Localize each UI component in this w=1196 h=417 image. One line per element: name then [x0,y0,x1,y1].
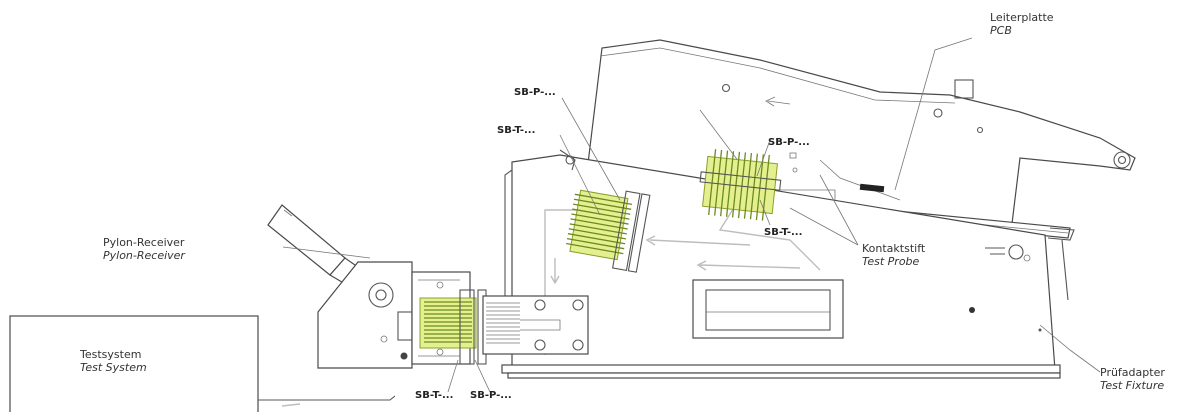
callout-lines [282,37,1101,393]
fixture-label-en: Test Fixture [1100,379,1164,392]
code-sbp-top: SB-P-... [514,87,556,98]
lever-direction-arrow [765,96,791,107]
probe-label-de: Kontaktstift [862,242,926,255]
upper-left-probe-block [566,189,651,273]
pcb-label-de: Leiterplatte [990,11,1054,24]
probe-label-en: Test Probe [862,255,920,268]
flow-arrow-middle [645,235,751,246]
test-system-box: Testsystem Test System [9,315,259,417]
code-sbt-mid: SB-T-... [764,227,802,238]
interface-block [482,295,589,355]
code-sbp-bottom: SB-P-... [470,390,512,401]
interface-cable [258,395,396,401]
receiver-probe-block [419,289,487,365]
receiver-label-de: Pylon-Receiver [103,236,185,249]
pcb-label-en: PCB [990,24,1012,37]
cable-flow-arrow [281,403,301,407]
code-sbp-mid: SB-P-... [768,137,810,148]
test-system-label-de: Testsystem [79,348,141,361]
fixture-label-de: Prüfadapter [1100,366,1165,379]
code-sbt-top: SB-T-... [497,125,535,136]
receiver-label-en: Pylon-Receiver [103,249,186,262]
test-system-label-en: Test System [80,361,147,374]
code-sbt-bottom: SB-T-... [415,390,453,401]
